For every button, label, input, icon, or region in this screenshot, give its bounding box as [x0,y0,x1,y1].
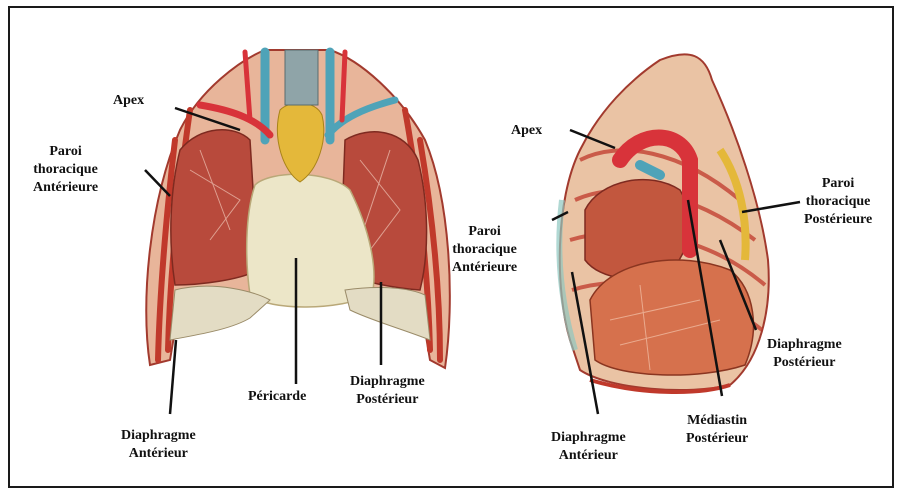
label-apex-right: Apex [511,122,542,140]
label-pericarde: Péricarde [248,388,306,406]
diaphragm-dome [590,260,753,375]
lateral-view-illustration [559,54,768,392]
anterior-view-illustration [146,50,450,368]
label-paroi-anterieure-left: Paroi thoracique Antérieure [33,143,98,197]
label-diaphragme-posterieur-right: Diaphragme Postérieur [767,336,842,372]
diaphragm-anterior-area [170,286,270,340]
label-apex-left: Apex [113,92,144,110]
label-paroi-posterieure-right: Paroi thoracique Postérieure [804,175,872,229]
trachea [285,50,318,105]
right-lung [171,130,258,285]
label-paroi-anterieure-right: Paroi thoracique Antérieure [452,223,517,277]
label-mediastin-posterieur: Médiastin Postérieur [686,412,748,448]
label-diaphragme-posterieur-left: Diaphragme Postérieur [350,373,425,409]
label-diaphragme-anterieur-left: Diaphragme Antérieur [121,427,196,463]
label-diaphragme-anterieur-right: Diaphragme Antérieur [551,429,626,465]
